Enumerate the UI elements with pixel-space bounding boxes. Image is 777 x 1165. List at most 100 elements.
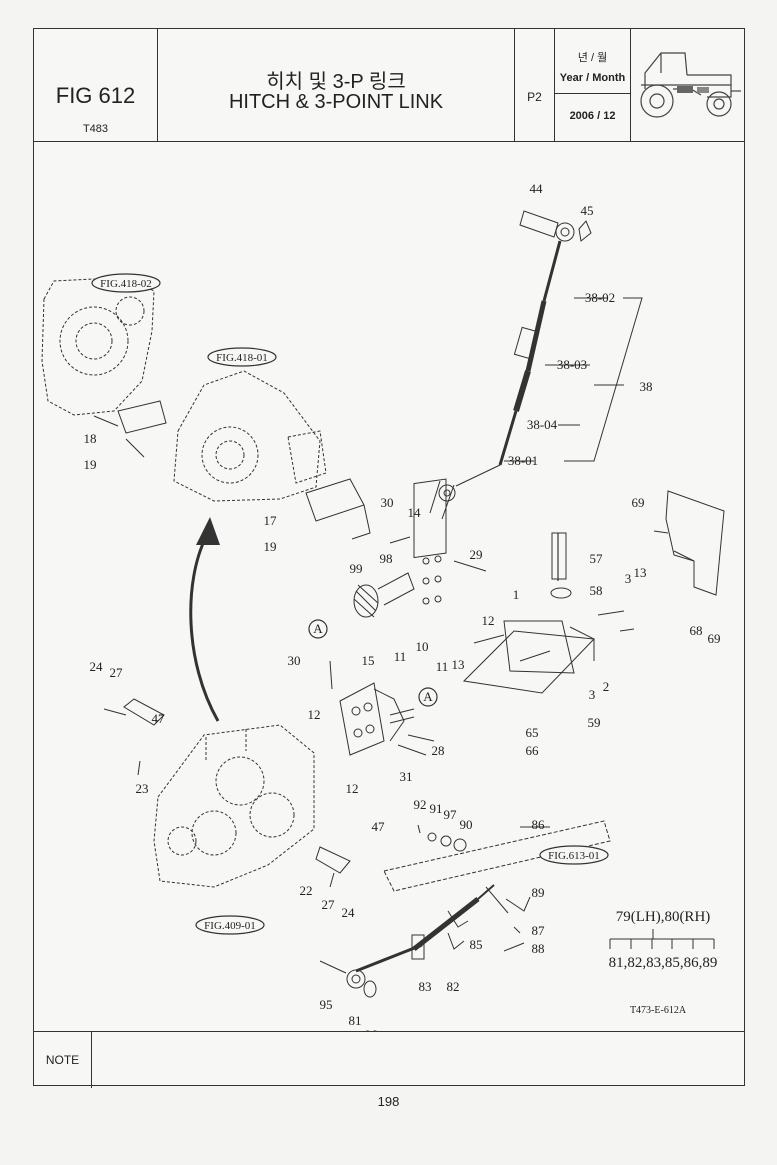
date-cell: 년 / 월 Year / Month 2006 / 12 <box>555 29 631 141</box>
callout: 28 <box>432 743 445 758</box>
page-code-cell: P2 <box>515 29 555 141</box>
housing-418-02 <box>41 278 155 416</box>
title-english: HITCH & 3-POINT LINK <box>228 91 444 113</box>
callout: 12 <box>346 781 359 796</box>
callout: 17 <box>264 513 278 528</box>
page-code: P2 <box>527 90 542 104</box>
callout: 82 <box>447 979 460 994</box>
transmission-case <box>153 724 315 888</box>
callout: 57 <box>590 551 604 566</box>
callout: 44 <box>530 181 544 196</box>
callout: 3 <box>589 687 596 702</box>
callout: 88 <box>532 941 545 956</box>
callout: 66 <box>526 743 540 758</box>
drawbar-bracket <box>462 620 596 694</box>
tractor-thumbnail-cell <box>631 29 744 141</box>
callout: 89 <box>532 885 545 900</box>
callout: 69 <box>708 631 721 646</box>
callout: 38-02 <box>585 290 615 305</box>
note-row: NOTE <box>34 1031 744 1088</box>
callout: 24 <box>90 659 104 674</box>
title-cell: 히치 및 3-P 링크 HITCH & 3-POINT LINK <box>158 29 515 141</box>
callout: 13 <box>452 657 465 672</box>
spring <box>353 572 415 618</box>
callout: 38-03 <box>557 357 587 372</box>
callout: 81 <box>349 1013 362 1028</box>
page-frame: FIG 612 T483 히치 및 3-P 링크 HITCH & 3-POINT… <box>33 28 745 1088</box>
note-label: NOTE <box>34 1032 92 1088</box>
fig-ref-613-01: FIG.613-01 <box>548 850 600 862</box>
date-value: 2006 / 12 <box>569 110 616 122</box>
callout: 95 <box>320 997 333 1012</box>
callout: 1 <box>513 587 520 602</box>
legend-top: 79(LH),80(RH) <box>616 909 711 925</box>
callout: 92 <box>414 797 427 812</box>
callout: 13 <box>634 565 647 580</box>
page-number: 198 <box>377 1094 400 1109</box>
top-link-assembly <box>429 210 592 520</box>
drawing-code: T473-E-612A <box>630 1005 687 1016</box>
callout: 18 <box>84 431 97 446</box>
callout: 19 <box>264 539 277 554</box>
fig-id: FIG 612 <box>55 83 136 108</box>
top-bracket <box>389 478 487 605</box>
callout: A <box>423 689 433 704</box>
callout: 30 <box>381 495 394 510</box>
callout: 38-04 <box>527 417 558 432</box>
date-divider <box>555 93 630 94</box>
callout: 12 <box>482 613 495 628</box>
callout: 68 <box>690 623 703 638</box>
callout: 2 <box>603 679 610 694</box>
fig-id-cell: FIG 612 T483 <box>34 29 158 141</box>
fig-ref-418-01: FIG.418-01 <box>216 352 268 364</box>
callout: 3 <box>625 571 632 586</box>
callout: 97 <box>444 807 458 822</box>
callout: 31 <box>400 769 413 784</box>
callout: 22 <box>300 883 313 898</box>
callout: 96 <box>365 1027 379 1031</box>
exploded-parts-diagram: FIG.418-02 FIG.418-01 FIG.613-01 FIG.409… <box>41 181 725 1031</box>
callout: 83 <box>419 979 432 994</box>
year-month-korean: 년 / 월 <box>577 52 608 64</box>
callout: 12 <box>308 707 321 722</box>
callout: 27 <box>110 665 124 680</box>
callout: 29 <box>470 547 483 562</box>
callout: A <box>313 621 323 636</box>
ref-oval-418-02 <box>91 273 161 293</box>
callout: 47 <box>152 711 166 726</box>
title-block: FIG 612 T483 히치 및 3-P 링크 HITCH & 3-POINT… <box>34 29 744 142</box>
callout: 11 <box>436 659 449 674</box>
arrowhead-icon <box>196 517 220 545</box>
callout: 14 <box>408 505 422 520</box>
fig-ref-409-01: FIG.409-01 <box>204 920 256 932</box>
ref-oval-613-01 <box>539 845 609 865</box>
callout: 85 <box>470 937 483 952</box>
callout: 30 <box>288 653 301 668</box>
callout: 27 <box>322 897 336 912</box>
ref-circle-a-1 <box>308 619 328 639</box>
callout: 65 <box>526 725 539 740</box>
ref-circle-a-2 <box>418 687 438 707</box>
callout: 86 <box>532 817 546 832</box>
callout: 38-01 <box>508 453 538 468</box>
tractor-icon <box>640 52 741 118</box>
callout: 38 <box>640 379 653 394</box>
housing-418-01 <box>173 370 327 502</box>
ref-oval-418-01 <box>207 347 277 367</box>
title-korean: 히치 및 3-P 링크 <box>266 71 406 93</box>
year-month-english: Year / Month <box>559 72 626 84</box>
fig-code: T483 <box>82 123 109 135</box>
callout: 69 <box>632 495 645 510</box>
callout: 58 <box>590 583 603 598</box>
lower-link <box>319 820 611 998</box>
callout: 98 <box>380 551 393 566</box>
callout: 45 <box>581 203 594 218</box>
assembly-arrow-icon <box>189 536 220 722</box>
callout: 47 <box>372 819 386 834</box>
callout: 59 <box>588 715 601 730</box>
callout: 19 <box>84 457 97 472</box>
ref-oval-409-01 <box>195 915 265 935</box>
callout: 87 <box>532 923 546 938</box>
callout: 15 <box>362 653 375 668</box>
callout: 10 <box>416 639 429 654</box>
